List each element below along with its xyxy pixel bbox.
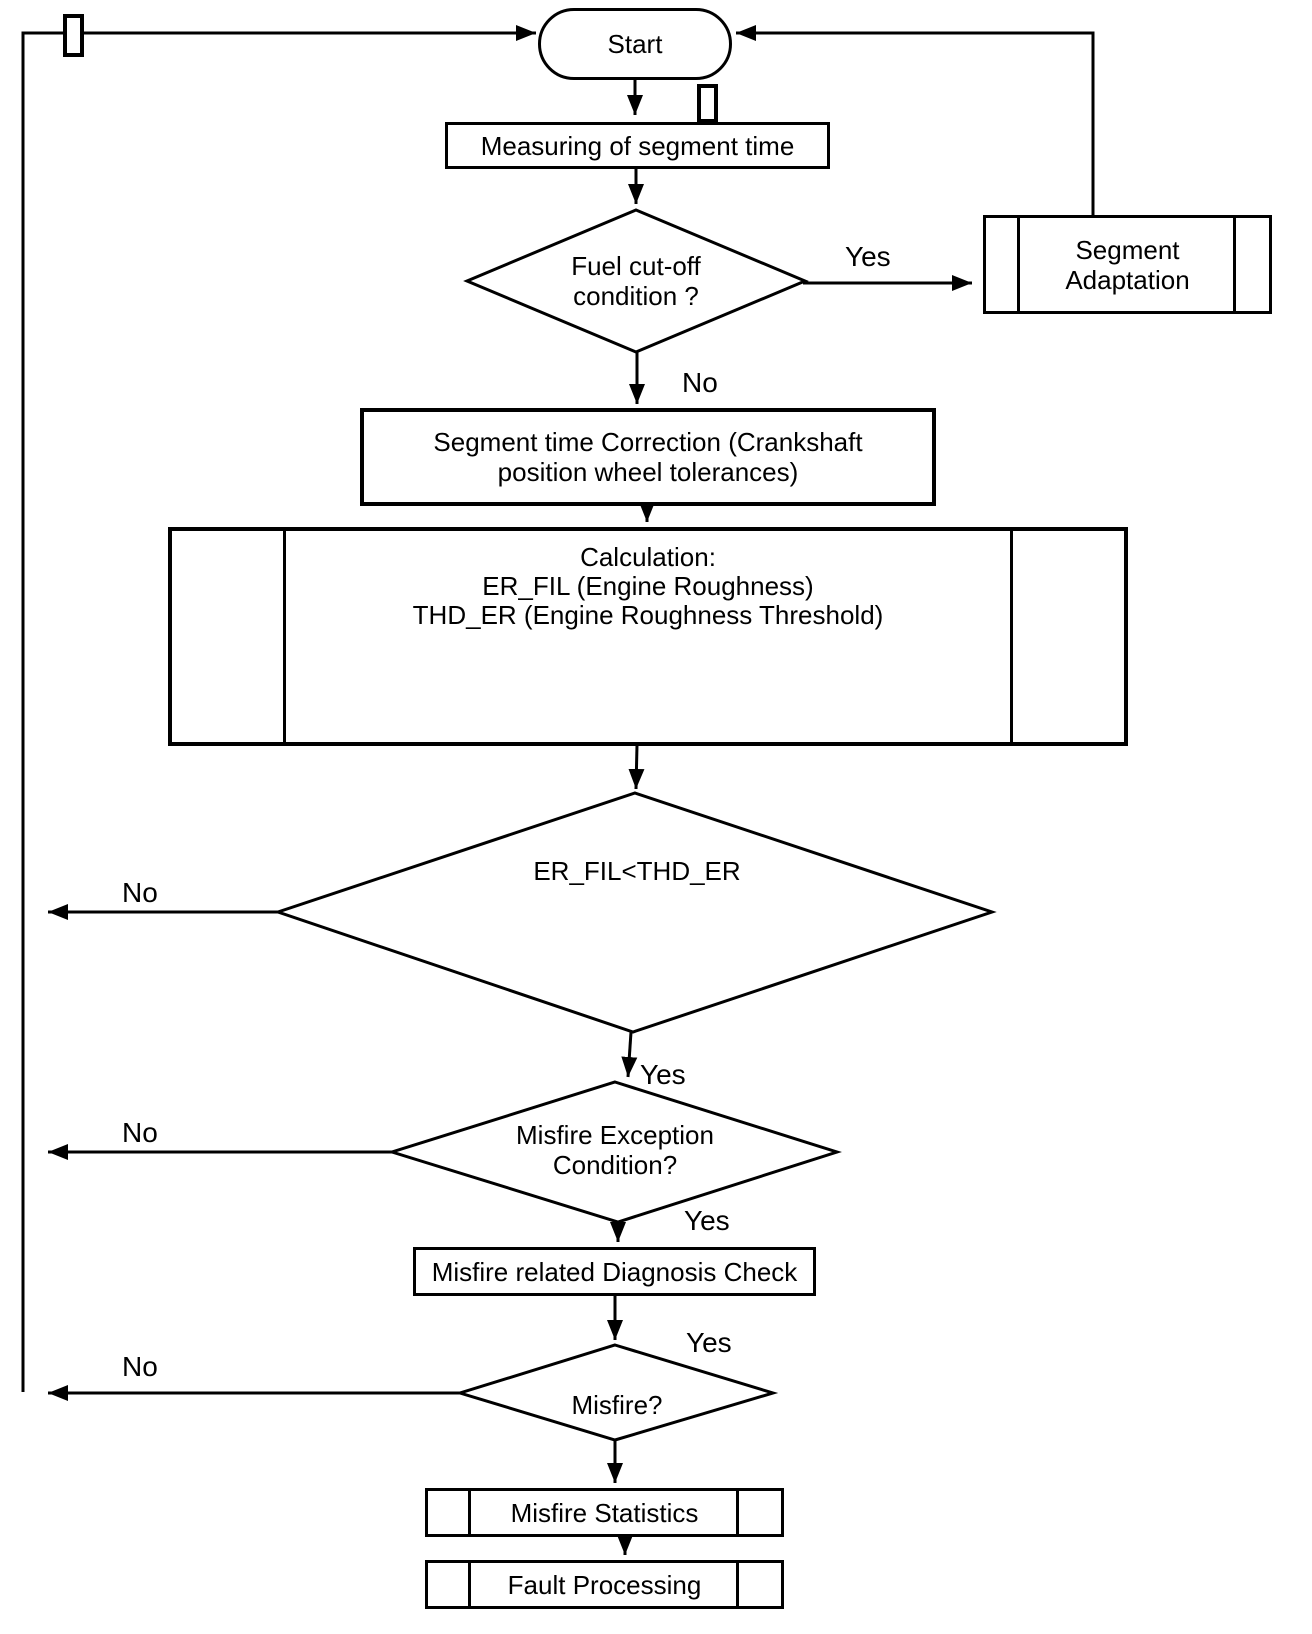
edge-adaptation-to-start: [736, 25, 1095, 215]
connector-stub-below-start: [697, 84, 718, 123]
node-diagnosis-check: Misfire related Diagnosis Check: [413, 1247, 816, 1296]
predefined-process-side-line: [1010, 531, 1013, 742]
measure-segment-time-label: Measuring of segment time: [480, 130, 795, 161]
edge-label-fuel-cutoff-no: No: [682, 367, 718, 398]
edge-feedback-left-to-start: [21, 25, 536, 1392]
edge-label-misfire-yes: Yes: [686, 1327, 732, 1358]
fuel-cutoff-label: Fuel cut-off condition ?: [571, 251, 701, 311]
misfire-label: Misfire?: [571, 1390, 663, 1420]
node-misfire-statistics: Misfire Statistics: [425, 1488, 784, 1537]
predefined-process-side-line: [283, 531, 286, 742]
connector-stub-top-left: [63, 14, 84, 57]
node-calculation: Calculation: ER_FIL (Engine Roughness) T…: [168, 527, 1128, 746]
predefined-process-side-line: [736, 1491, 739, 1534]
edge-label-exception-no: No: [122, 1117, 158, 1148]
er-threshold-label: ER_FIL<THD_ER: [533, 856, 741, 886]
edge-label-er-check-yes: Yes: [640, 1059, 686, 1090]
decision-misfire-shape: [454, 1343, 779, 1442]
start-label: Start: [607, 29, 663, 59]
predefined-process-side-line: [1233, 218, 1236, 311]
edge-label-exception-yes: Yes: [684, 1205, 730, 1236]
segment-adaptation-label: Segment Adaptation: [1065, 234, 1190, 295]
diagnosis-check-label: Misfire related Diagnosis Check: [431, 1256, 798, 1287]
decision-misfire-exception-shape: [386, 1080, 842, 1224]
node-segment-time-correction: Segment time Correction (Crankshaft posi…: [360, 408, 936, 506]
fault-processing-label: Fault Processing: [507, 1569, 702, 1600]
edge-calculation-to-ercheck: [628, 744, 645, 790]
calculation-label: Calculation: ER_FIL (Engine Roughness) T…: [412, 542, 884, 630]
edge-label-er-check-no: No: [122, 877, 158, 908]
predefined-process-side-line: [736, 1563, 739, 1606]
node-measure-segment-time: Measuring of segment time: [445, 122, 830, 169]
decision-fuel-cutoff-shape: [463, 208, 809, 354]
segment-time-correction-label: Segment time Correction (Crankshaft posi…: [433, 427, 863, 487]
predefined-process-side-line: [468, 1491, 471, 1534]
predefined-process-side-line: [1017, 218, 1020, 311]
node-fault-processing: Fault Processing: [425, 1560, 784, 1609]
misfire-statistics-label: Misfire Statistics: [510, 1497, 699, 1528]
edge-label-fuel-cutoff-yes: Yes: [845, 241, 891, 272]
misfire-exception-label: Misfire Exception Condition?: [516, 1120, 714, 1180]
edge-ercheck-yes: [621, 1031, 638, 1078]
predefined-process-side-line: [468, 1563, 471, 1606]
node-start: Start: [538, 8, 732, 80]
node-segment-adaptation: Segment Adaptation: [983, 215, 1272, 314]
edge-label-misfire-no: No: [122, 1351, 158, 1382]
decision-er-threshold-shape: [273, 791, 997, 1034]
